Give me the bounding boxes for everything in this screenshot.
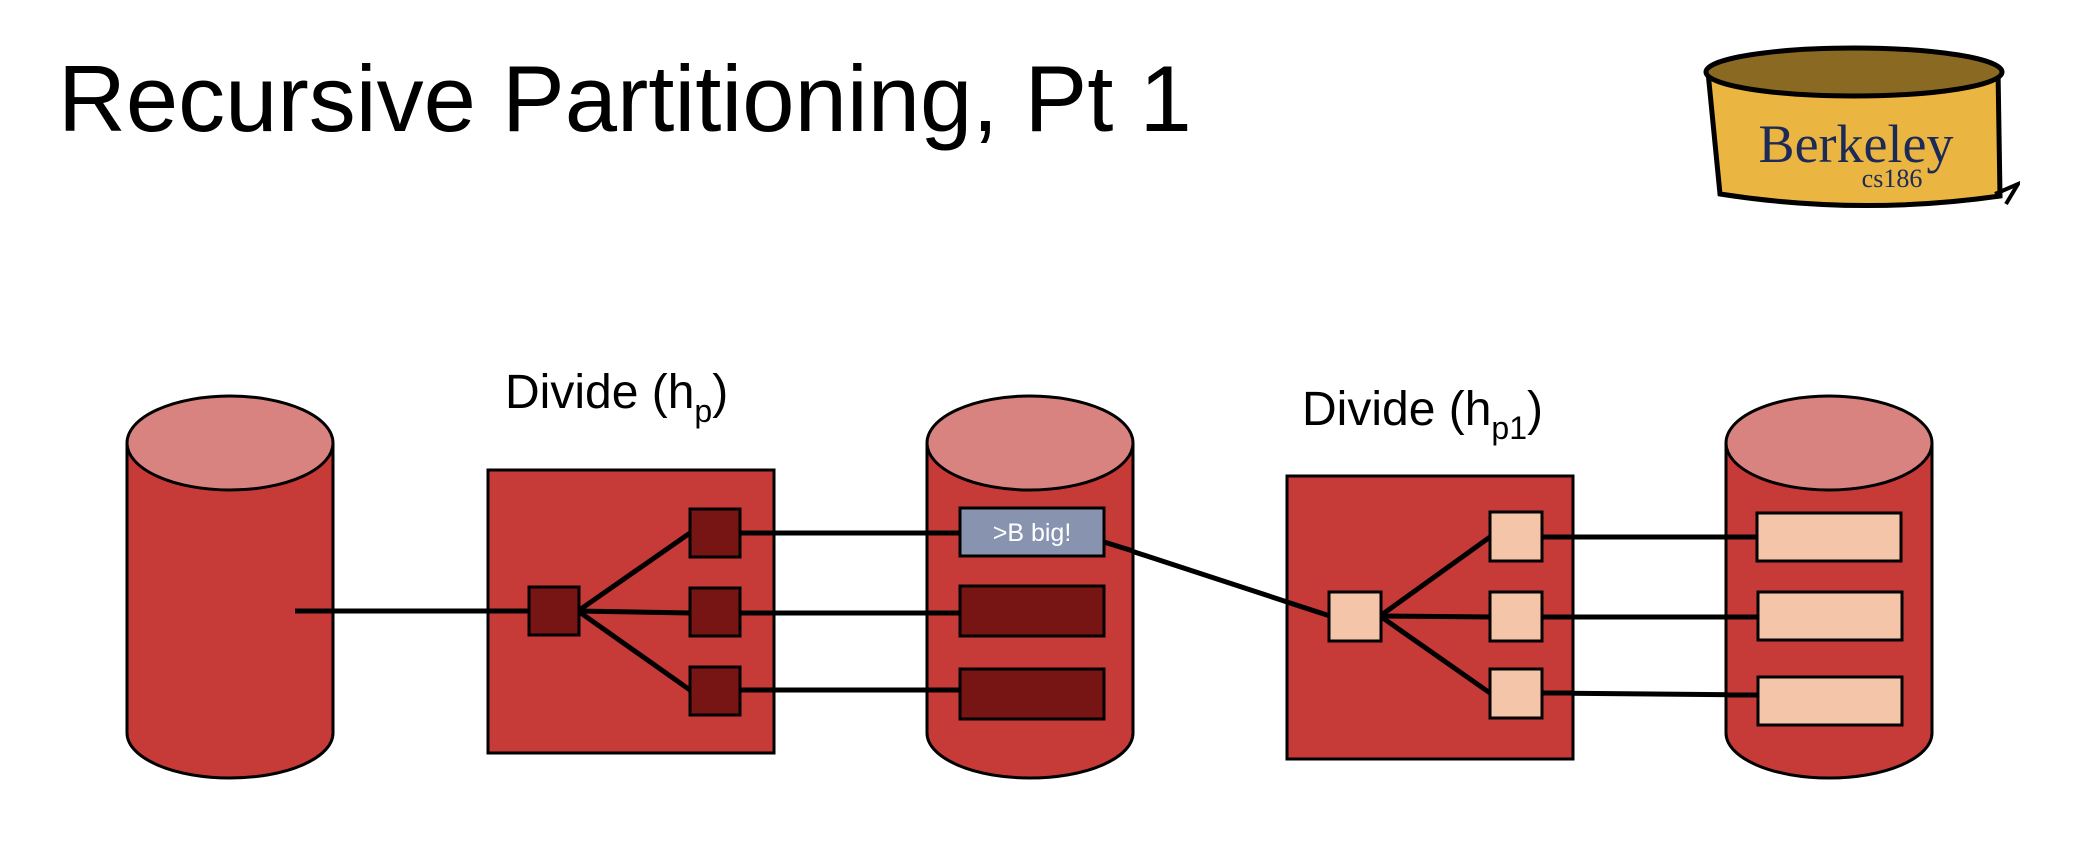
output-buffer-block-3: [688, 665, 742, 717]
logo-pot-top: [1703, 45, 2005, 99]
input-disk-body: [125, 443, 335, 780]
oversize-partition: [958, 506, 1106, 558]
divide-hp-box: [486, 468, 776, 755]
input-buffer-block: [527, 585, 581, 637]
partition-block-3: [958, 667, 1106, 721]
subpartition-block-1: [1755, 511, 1903, 563]
partition-block-2: [958, 584, 1106, 638]
subpartition-block-3: [1756, 675, 1904, 727]
logo-course: cs186: [1862, 164, 1923, 193]
rehash-input-block: [1327, 590, 1383, 643]
subpartition-block-2: [1756, 590, 1904, 642]
rehash-output-block-2: [1488, 590, 1544, 643]
partition-disk: >B big!: [925, 394, 1135, 780]
rehash-output-block-3: [1488, 667, 1544, 720]
output-disk-top: [1724, 394, 1934, 492]
logo-word: Berkeley: [1759, 114, 1954, 174]
berkeley-cs186-logo: Berkeley cs186: [1703, 45, 2020, 209]
logo-pot-swoosh: [1994, 180, 2020, 206]
slide-title: Recursive Partitioning, Pt 1: [58, 46, 1192, 151]
output-disk: [1724, 394, 1934, 780]
subpartition-line-bottom: [1539, 690, 1761, 698]
oversize-partition-label: >B big!: [993, 519, 1072, 547]
input-disk: [125, 394, 335, 780]
logo-pot-body: [1705, 66, 2003, 209]
partition-disk-top: [925, 394, 1135, 492]
rehash-output-block-1: [1488, 510, 1544, 563]
output-buffer-block-1: [688, 507, 742, 559]
divide-hp1-box: [1285, 474, 1575, 761]
output-buffer-block-2: [688, 586, 742, 638]
divide-hp1-label: Divide (hp1): [1302, 383, 1543, 446]
divide-hp-label: Divide (hp): [505, 366, 728, 429]
input-disk-top: [125, 394, 335, 492]
